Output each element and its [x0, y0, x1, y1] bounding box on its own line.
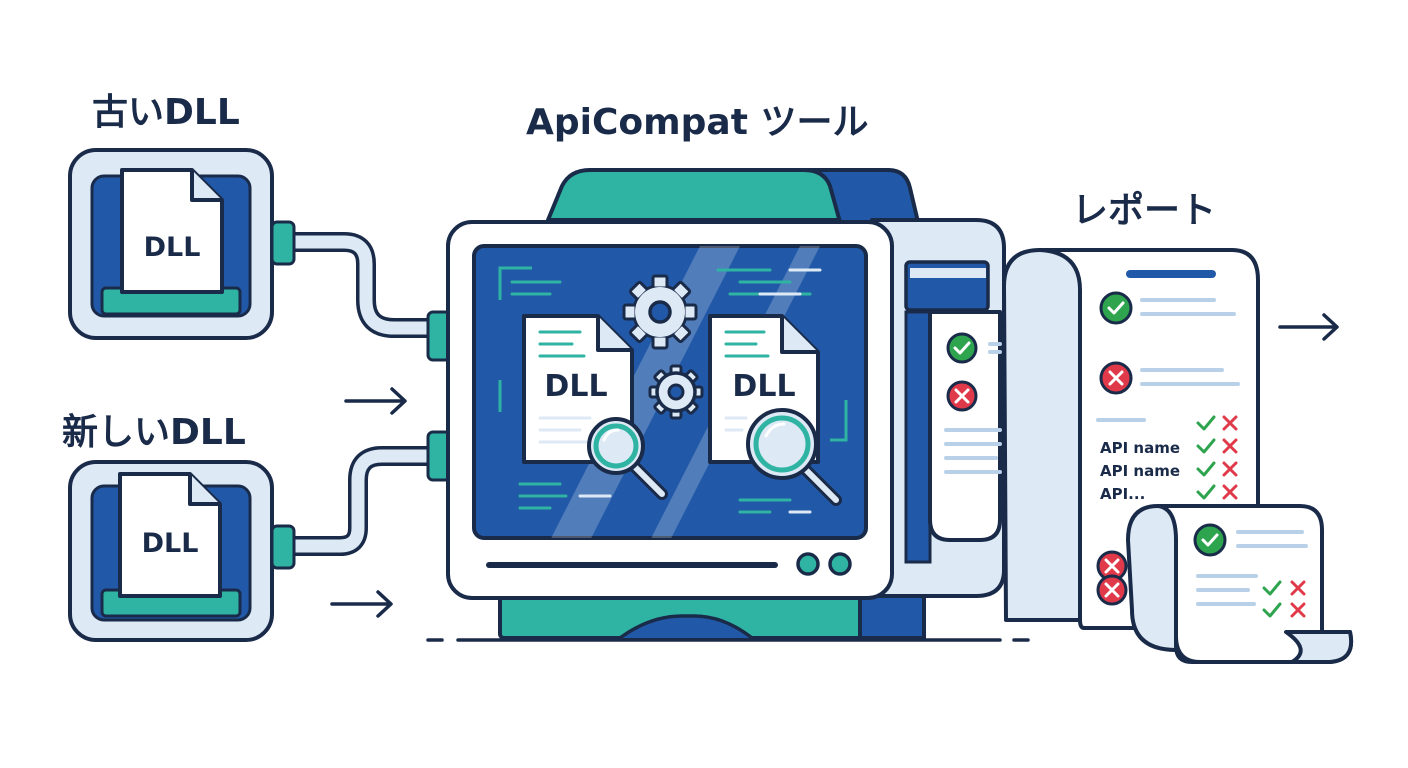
old-dll-box: DLL [68, 148, 274, 340]
new-dll-pipe [270, 430, 452, 570]
cross-icon [1290, 580, 1306, 596]
arrow-right-icon [330, 590, 393, 618]
arrow-right-icon [1278, 313, 1339, 341]
check-icon [1196, 484, 1216, 500]
new-dll-label: 新しいDLL [62, 412, 246, 453]
output-sheet [928, 310, 1002, 542]
gear-icon [622, 274, 698, 350]
check-icon [1193, 523, 1227, 557]
tool-title: ApiCompat ツール [526, 102, 868, 143]
magnifier-icon [746, 408, 842, 506]
new-dll-box: DLL [68, 460, 274, 642]
cross-icon [1096, 574, 1128, 606]
cross-icon [1222, 438, 1238, 454]
magnifier-icon [587, 417, 668, 500]
check-icon [1196, 461, 1216, 477]
cross-icon [1222, 484, 1238, 500]
gear-icon [648, 364, 704, 420]
cross-icon [1099, 361, 1133, 395]
check-icon [1099, 291, 1133, 325]
cross-icon [946, 380, 978, 412]
arrow-right-icon [344, 387, 407, 415]
new-dll-file-label: DLL [142, 528, 199, 559]
cross-icon [1222, 461, 1238, 477]
report-row-label: API... [1100, 485, 1145, 503]
report-row-label: API name [1100, 439, 1180, 457]
check-icon [946, 332, 978, 364]
report-row-label: API name [1100, 462, 1180, 480]
cross-icon [1222, 415, 1238, 431]
report-sheet-small [1126, 504, 1353, 664]
check-icon [1196, 415, 1216, 431]
check-icon [1196, 438, 1216, 454]
screen-right-dll-label: DLL [732, 369, 795, 404]
old-dll-file-label: DLL [144, 232, 201, 263]
apicompat-machine: DLL DLL [446, 168, 1006, 640]
check-icon [1262, 602, 1282, 618]
check-icon [1262, 580, 1282, 596]
old-dll-pipe [270, 220, 452, 362]
new-dll-file-icon: DLL [118, 472, 222, 598]
old-dll-label: 古いDLL [92, 92, 240, 133]
screen-left-dll-label: DLL [544, 369, 607, 404]
cross-icon [1290, 602, 1306, 618]
old-dll-file-icon: DLL [120, 168, 224, 294]
report-title: レポート [1072, 189, 1216, 231]
cross-icon [1096, 550, 1128, 582]
